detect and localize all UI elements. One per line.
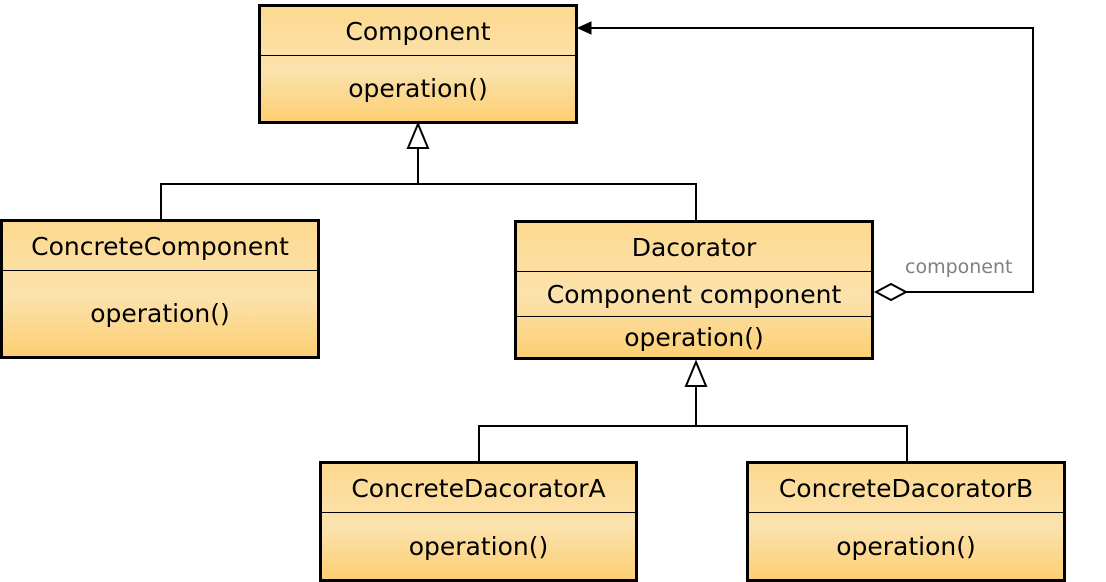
class-decorator-attribute: Component component bbox=[517, 271, 871, 316]
class-component-name: Component bbox=[345, 16, 491, 46]
inheritance-arrowhead-component bbox=[406, 121, 430, 149]
aggregation-line bbox=[590, 27, 1034, 293]
class-decorator-operation: operation() bbox=[517, 316, 871, 357]
class-concrete-decorator-b-name: ConcreteDacoratorB bbox=[778, 473, 1034, 503]
inheritance-to-component bbox=[160, 121, 697, 220]
class-concrete-component-name: ConcreteComponent bbox=[31, 231, 289, 261]
inheritance-line-concrete-decorator-a bbox=[478, 386, 697, 461]
class-concrete-decorator-a[interactable]: ConcreteDacoratorA operation() bbox=[319, 461, 638, 582]
aggregation-diamond bbox=[873, 282, 909, 302]
class-concrete-component[interactable]: ConcreteComponent operation() bbox=[0, 219, 320, 359]
class-concrete-component-operation: operation() bbox=[3, 270, 317, 356]
class-component[interactable]: Component operation() bbox=[258, 4, 578, 124]
class-decorator[interactable]: Dacorator Component component operation(… bbox=[514, 220, 874, 360]
class-decorator-name: Dacorator bbox=[631, 232, 757, 262]
class-concrete-decorator-b-operation: operation() bbox=[749, 512, 1063, 579]
class-concrete-decorator-b[interactable]: ConcreteDacoratorB operation() bbox=[746, 461, 1066, 582]
inheritance-to-decorator bbox=[478, 359, 908, 461]
inheritance-line-concrete-decorator-b bbox=[696, 425, 908, 461]
class-concrete-decorator-a-name: ConcreteDacoratorA bbox=[351, 473, 606, 503]
inheritance-arrowhead-decorator bbox=[684, 359, 708, 387]
aggregation-role-label: component bbox=[905, 256, 1013, 278]
inheritance-line-concrete-component bbox=[160, 146, 419, 219]
inheritance-line-decorator bbox=[418, 183, 697, 220]
class-concrete-decorator-a-operation: operation() bbox=[322, 512, 635, 579]
class-component-operation: operation() bbox=[261, 55, 575, 121]
aggregation-arrowhead bbox=[576, 21, 592, 35]
aggregation-decorator-component bbox=[576, 21, 1034, 302]
